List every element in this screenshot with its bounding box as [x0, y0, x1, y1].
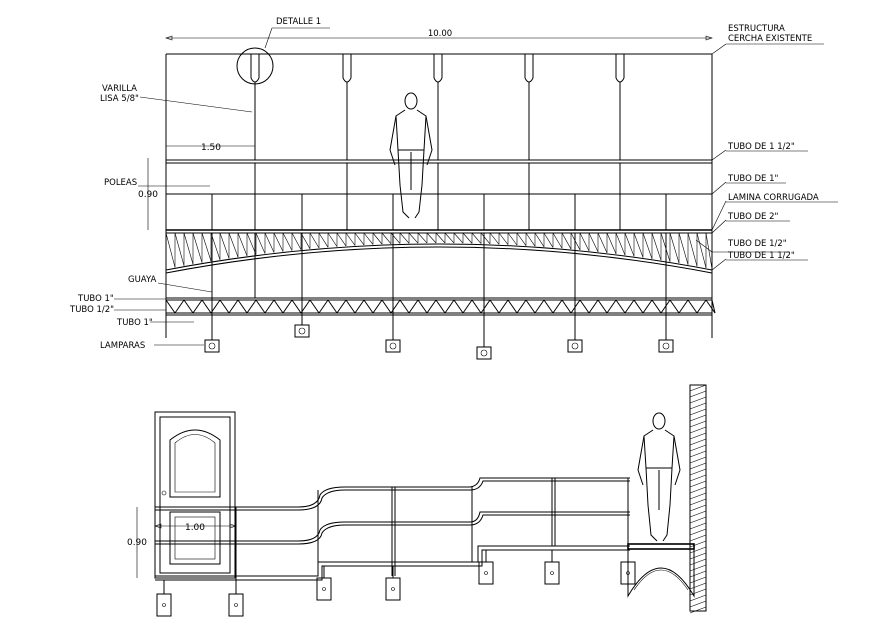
lower-zigzag-truss [165, 299, 716, 314]
detail-circle [236, 47, 274, 85]
human-figure-top [389, 92, 433, 219]
label-tubo-1-1-2-top: TUBO DE 1 1/2" [727, 142, 795, 152]
label-varilla-2: LISA 5/8" [100, 94, 139, 104]
dim-150: 1.50 [201, 143, 221, 153]
human-figure-bottom [637, 412, 681, 542]
label-estructura-2: CERCHA EXISTENTE [728, 34, 812, 44]
label-guaya: GUAYA [128, 275, 156, 285]
dim-090-top: 0.90 [138, 190, 158, 200]
hanger-rods [250, 54, 625, 160]
dim-100: 1.00 [185, 523, 205, 533]
bottom-elevation: 1.00 0.90 [127, 384, 707, 617]
wall [689, 384, 707, 614]
foot-plates [156, 550, 636, 617]
top-elevation: 10.00 1.50 0.90 DETALLE 1 VARILLA LISA 5… [69, 17, 838, 360]
label-tubo1-left: TUBO 1" [77, 294, 114, 304]
lamps [204, 324, 674, 360]
label-tubo-2: TUBO DE 2" [727, 212, 779, 222]
door [154, 411, 236, 579]
label-lamparas: LAMPARAS [100, 341, 145, 351]
label-lamina: LAMINA CORRUGADA [728, 193, 819, 203]
dim-090-bot: 0.90 [127, 538, 147, 548]
label-tubo-1-1-2-bot: TUBO DE 1 1/2" [727, 251, 795, 261]
label-poleas: POLEAS [104, 178, 137, 188]
dim-total-width: 10.00 [428, 29, 452, 39]
label-estructura-1: ESTRUCTURA [728, 24, 785, 34]
truss-diagonals [165, 232, 713, 270]
bottom-posts [235, 478, 629, 590]
label-tubo12-left: TUBO 1/2" [69, 305, 114, 315]
label-tubo-1-2: TUBO DE 1/2" [727, 239, 787, 249]
label-tubo-1: TUBO DE 1" [727, 174, 779, 184]
label-tubo1-left-b: TUBO 1" [116, 318, 153, 328]
landing-platform [627, 543, 695, 550]
label-varilla-1: VARILLA [102, 84, 137, 94]
label-detalle: DETALLE 1 [276, 17, 321, 27]
handrail-posts [211, 163, 667, 230]
